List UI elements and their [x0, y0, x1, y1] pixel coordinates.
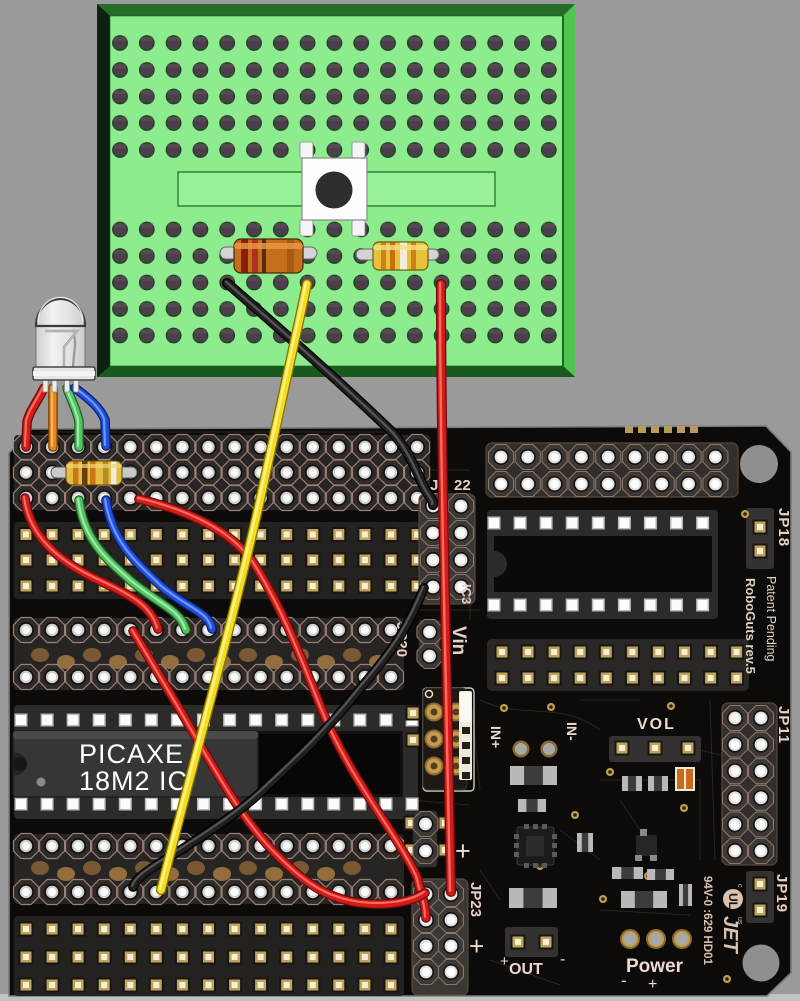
svg-text:18M2 IC: 18M2 IC [79, 766, 188, 796]
svg-text:PICAXE: PICAXE [79, 739, 184, 769]
svg-text:VOL: VOL [637, 716, 676, 733]
svg-text:JP18: JP18 [775, 508, 792, 547]
svg-text:Vin: Vin [448, 626, 469, 655]
svg-text:94V-0 :629 HD01: 94V-0 :629 HD01 [701, 876, 713, 965]
svg-text:Patent Pending: Patent Pending [764, 576, 778, 662]
svg-text:JP19: JP19 [773, 874, 790, 913]
svg-text:-: - [560, 951, 565, 968]
svg-text:J: J [430, 477, 438, 494]
svg-text:c: c [736, 884, 743, 888]
svg-text:OUT: OUT [509, 961, 543, 978]
svg-text:+: + [469, 931, 484, 961]
svg-text:UL: UL [726, 893, 740, 909]
svg-text:22: 22 [454, 477, 471, 494]
svg-text:+: + [648, 976, 657, 993]
svg-text:JP23: JP23 [467, 882, 484, 917]
svg-text:+: + [500, 953, 509, 970]
svg-text:JP11: JP11 [775, 706, 792, 744]
svg-text:IN-: IN- [564, 722, 580, 741]
svg-text:IN+: IN+ [488, 726, 504, 748]
svg-text:JET: JET [719, 916, 741, 954]
svg-text:+: + [455, 836, 471, 866]
svg-text:us: us [736, 917, 743, 925]
svg-text:Power: Power [626, 956, 684, 977]
svg-text:-: - [621, 971, 627, 990]
svg-text:IC3: IC3 [459, 584, 474, 604]
svg-text:RoboGuts rev.5: RoboGuts rev.5 [743, 578, 758, 674]
